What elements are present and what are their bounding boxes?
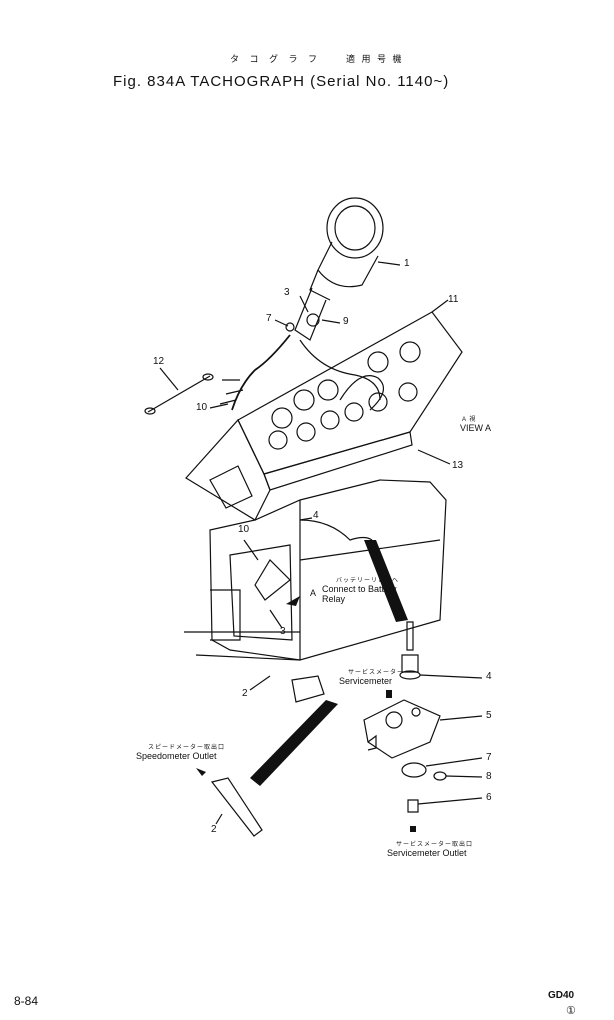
view-a-label: VIEW A (460, 423, 492, 433)
callout-8: 8 (486, 771, 492, 782)
speedometer-japanese: スピードメーター取出口 (148, 745, 226, 751)
callout-12: 12 (153, 356, 165, 367)
serial-japanese: 適 用 号 機 (346, 54, 404, 64)
view-a-letters: A 視 (462, 417, 477, 423)
servicemeter-label: Servicemeter (339, 676, 393, 686)
callout-7-right: 7 (486, 752, 492, 763)
tachograph-meter (309, 197, 384, 301)
callout-4-mid: 4 (313, 510, 319, 521)
callout-10-top: 10 (196, 402, 208, 413)
callout-2-bottom: 2 (211, 824, 217, 835)
callout-13: 13 (452, 460, 464, 471)
callout-4-right: 4 (486, 671, 492, 682)
callout-9: 9 (343, 316, 349, 327)
servicemeter-outlet-label: Servicemeter Outlet (387, 848, 467, 858)
callout-6: 6 (486, 792, 492, 803)
servicemeter-japanese: サービスメーター (348, 670, 405, 676)
instrument-panel (185, 311, 463, 521)
callout-3-top: 3 (284, 287, 290, 298)
model-code: GD40 (548, 990, 575, 1001)
callout-7-top: 7 (266, 313, 272, 324)
callout-3-mid: 3 (280, 626, 286, 637)
servicemeter-gearbox (363, 699, 441, 759)
callout-2-mid: 2 (242, 688, 248, 699)
callout-11: 11 (448, 294, 459, 305)
figure-title: Fig. 834A TACHOGRAPH (Serial No. 1140~) (113, 73, 450, 90)
revision-mark: ① (566, 1005, 576, 1017)
title-japanese: タ コ グ ラ フ (230, 54, 322, 64)
connect-battery-relay: Connect to Battery Relay (322, 584, 397, 604)
callout-1: 1 (404, 258, 410, 269)
servicemeter-outlet-japanese: サービスメーター取出口 (396, 842, 474, 848)
connect-japanese: バッテリーリレーへ (336, 578, 400, 584)
arrow-a-label: A (310, 588, 317, 598)
page-number: 8-84 (14, 994, 39, 1008)
speedometer-outlet-label: Speedometer Outlet (136, 751, 217, 761)
callout-10-mid: 10 (238, 524, 250, 535)
callout-5: 5 (486, 710, 492, 721)
